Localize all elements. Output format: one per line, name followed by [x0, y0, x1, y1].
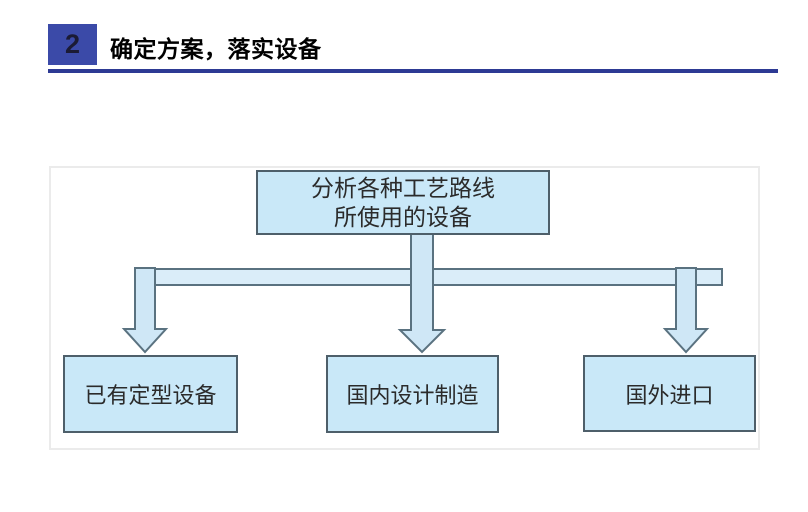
section-number-chip: 2	[48, 24, 97, 65]
diagram-node-foreign-import: 国外进口	[583, 355, 756, 432]
root-label-line1: 分析各种工艺路线	[311, 175, 495, 201]
diagram-node-existing-equipment: 已有定型设备	[63, 355, 238, 433]
section-title: 确定方案，落实设备	[110, 36, 322, 62]
diagram-node-root: 分析各种工艺路线 所使用的设备	[256, 170, 550, 235]
root-label-line2: 所使用的设备	[334, 204, 472, 230]
diagram-node-domestic-design: 国内设计制造	[326, 355, 499, 433]
header-underline-rule	[48, 69, 778, 73]
